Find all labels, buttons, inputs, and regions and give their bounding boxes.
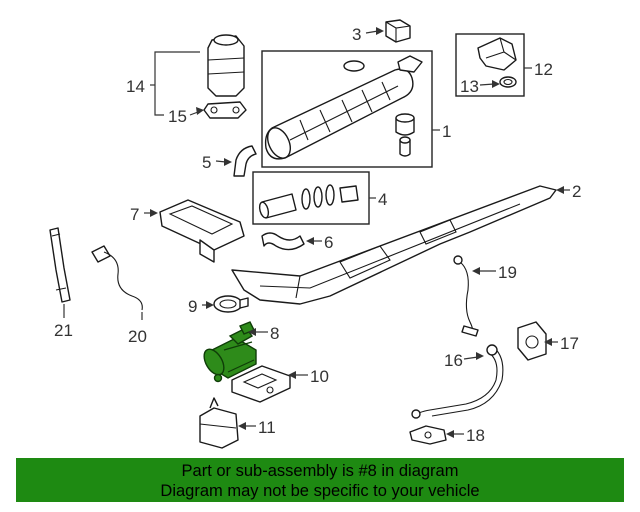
banner-line-2: Diagram may not be specific to your vehi… [160, 482, 480, 500]
part-6-hose[interactable] [261, 232, 305, 251]
svg-text:1: 1 [442, 122, 451, 141]
part-19-sensor[interactable] [453, 255, 479, 337]
part-15-gasket[interactable] [203, 101, 247, 119]
banner-line-1: Part or sub-assembly is #8 in diagram [181, 462, 459, 480]
svg-text:7: 7 [130, 205, 139, 224]
part-12-group-box [455, 33, 525, 97]
part-10-bracket[interactable] [231, 365, 291, 403]
part-1-canister[interactable] [263, 68, 414, 162]
part-3-sensor[interactable] [385, 19, 411, 43]
svg-text:16: 16 [444, 351, 463, 370]
svg-text:12: 12 [534, 60, 553, 79]
part-20-harness[interactable] [91, 245, 143, 311]
svg-text:11: 11 [258, 418, 276, 437]
callout-21: 21 [54, 304, 73, 340]
svg-text:8: 8 [270, 324, 279, 343]
callout-5: 5 [202, 153, 232, 172]
svg-text:20: 20 [128, 327, 147, 346]
callout-16: 16 [444, 351, 484, 370]
svg-text:14: 14 [126, 77, 145, 96]
part-1-bushing[interactable] [395, 113, 415, 157]
callout-17: 17 [544, 334, 579, 353]
callout-11: 11 [238, 418, 276, 437]
part-1-group-box [261, 50, 433, 168]
part-16-pipe[interactable] [411, 344, 504, 419]
callout-19: 19 [472, 263, 517, 282]
svg-text:9: 9 [188, 297, 197, 316]
parts-diagram: 3 1 12 13 [49, 19, 581, 449]
svg-text:13: 13 [460, 77, 479, 96]
callout-20: 20 [128, 312, 147, 346]
svg-text:4: 4 [378, 190, 387, 209]
part-2-frame[interactable] [231, 185, 557, 305]
part-18-gasket[interactable] [409, 425, 447, 445]
svg-text:2: 2 [572, 182, 581, 201]
callout-13: 13 [460, 77, 500, 96]
svg-text:5: 5 [202, 153, 211, 172]
svg-text:21: 21 [54, 321, 73, 340]
part-4-pipe-assembly[interactable] [258, 184, 359, 219]
svg-text:17: 17 [560, 334, 579, 353]
part-7-bracket[interactable] [159, 199, 245, 263]
callout-4: 4 [369, 190, 387, 209]
callout-10: 10 [288, 367, 329, 386]
svg-text:19: 19 [498, 263, 517, 282]
svg-text:15: 15 [168, 107, 187, 126]
part-1-cap[interactable] [343, 55, 423, 73]
svg-text:6: 6 [324, 233, 333, 252]
svg-text:18: 18 [466, 426, 485, 445]
callout-8: 8 [248, 324, 279, 343]
info-banner: Part or sub-assembly is #8 in diagram Di… [16, 458, 624, 502]
part-11-mount[interactable] [199, 397, 239, 449]
callout-6: 6 [306, 233, 333, 252]
callout-12: 12 [524, 60, 553, 79]
svg-text:10: 10 [310, 367, 329, 386]
callout-9: 9 [188, 297, 214, 316]
part-21-strap[interactable] [49, 227, 71, 303]
part-13-o-ring[interactable] [499, 76, 517, 88]
svg-text:3: 3 [352, 25, 361, 44]
callout-7: 7 [130, 205, 158, 224]
part-17-flange[interactable] [517, 321, 547, 361]
callout-18: 18 [446, 426, 485, 445]
callout-15: 15 [168, 107, 204, 126]
callout-1: 1 [432, 122, 451, 141]
part-14-valve[interactable] [207, 34, 245, 97]
part-9-clamp[interactable] [213, 295, 249, 313]
part-5-hose[interactable] [233, 145, 257, 177]
callout-14: 14 [126, 51, 200, 116]
callout-3: 3 [352, 25, 384, 44]
part-12-sensor[interactable] [477, 37, 517, 71]
callout-2: 2 [556, 182, 581, 201]
